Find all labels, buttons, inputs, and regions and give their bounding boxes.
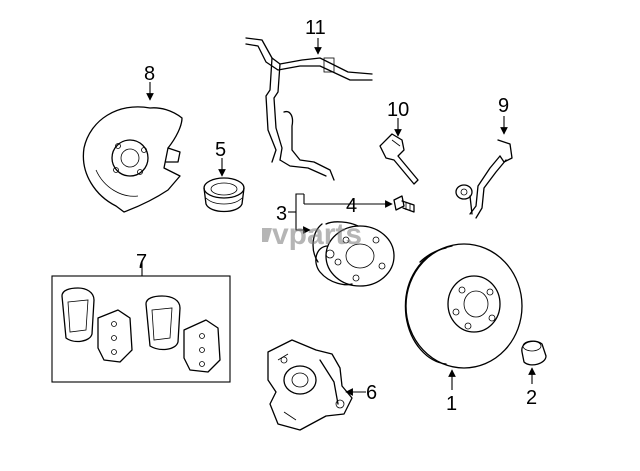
callout-5: 5 bbox=[215, 139, 226, 161]
part-9-brake-hose[interactable] bbox=[455, 139, 513, 219]
part-7-brake-pads[interactable] bbox=[61, 287, 221, 373]
callout-6: 6 bbox=[366, 382, 377, 404]
callout-11: 11 bbox=[305, 17, 326, 39]
part-2-cap[interactable] bbox=[521, 340, 547, 366]
part-7-pad-kit-box bbox=[51, 275, 231, 383]
callout-4: 4 bbox=[346, 195, 357, 217]
watermark-text: vparts bbox=[272, 218, 362, 251]
part-1-brake-rotor[interactable] bbox=[404, 243, 523, 369]
callout-3: 3 bbox=[276, 203, 287, 225]
callout-1: 1 bbox=[446, 393, 457, 415]
part-6-caliper[interactable] bbox=[267, 339, 353, 431]
part-11-wire-harness[interactable] bbox=[245, 37, 373, 181]
callout-2: 2 bbox=[526, 387, 537, 409]
part-5-seal[interactable] bbox=[203, 177, 245, 213]
callout-7: 7 bbox=[136, 251, 147, 273]
callout-9: 9 bbox=[498, 95, 509, 117]
callout-8: 8 bbox=[144, 63, 155, 85]
callout-10: 10 bbox=[387, 99, 409, 121]
part-10-speed-sensor[interactable] bbox=[379, 133, 419, 185]
part-3-hub-bearing[interactable] bbox=[312, 221, 395, 287]
part-8-backing-plate[interactable] bbox=[82, 106, 183, 213]
watermark: vparts bbox=[262, 218, 362, 251]
part-4-hub-bolt[interactable] bbox=[393, 195, 415, 213]
